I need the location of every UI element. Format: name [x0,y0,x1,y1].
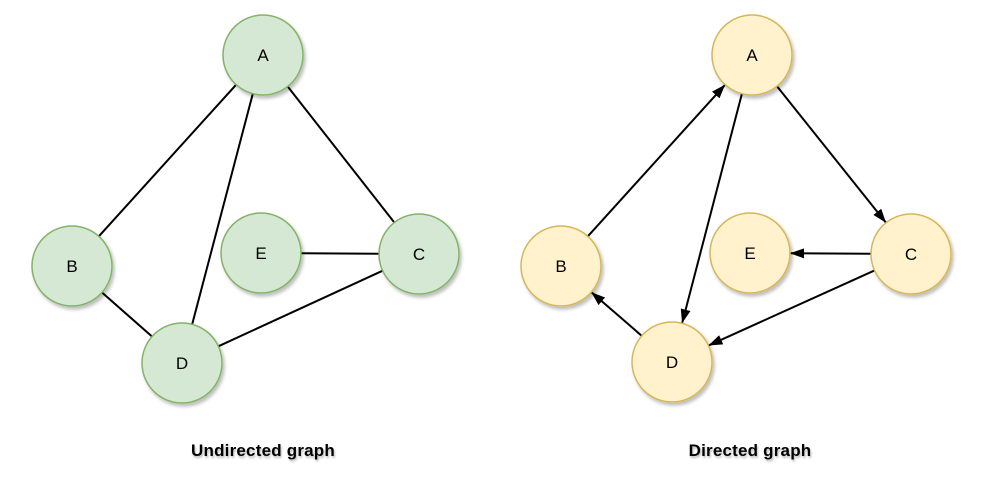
node-E [709,212,791,294]
node-D [141,322,223,404]
node-label-D: D [666,353,678,372]
node-B [520,225,602,307]
node-label-E: E [255,244,266,263]
node-C [870,213,952,295]
node-A [222,14,304,96]
edge-B-D [101,291,153,338]
edge-A-D [191,93,254,325]
node-B [31,225,113,307]
node-label-C: C [905,245,917,264]
edge-C-D [708,269,875,347]
edge-D-B [590,291,643,337]
node-label-D: D [176,354,188,373]
edge-A-C [776,85,887,224]
node-label-C: C [413,245,425,264]
directed-graph-caption: Directed graph [688,441,812,460]
node-label-A: A [257,46,269,65]
edge-A-C [286,85,396,224]
edge-C-E [789,248,872,259]
edge-B-A [587,83,726,238]
node-label-E: E [744,244,755,263]
edge-A-B [98,83,237,238]
node-label-B: B [66,257,77,276]
node-E [220,212,302,294]
edge-D-C [217,269,384,348]
node-A [711,14,793,96]
edge-A-D [680,93,743,324]
undirected-graph-caption: Undirected graph [191,441,335,460]
node-label-A: A [746,46,758,65]
undirected-graph: A B E C D [31,14,460,404]
node-label-B: B [555,257,566,276]
directed-graph: A B E C D [520,14,952,403]
node-D [631,321,713,403]
node-C [378,213,460,295]
